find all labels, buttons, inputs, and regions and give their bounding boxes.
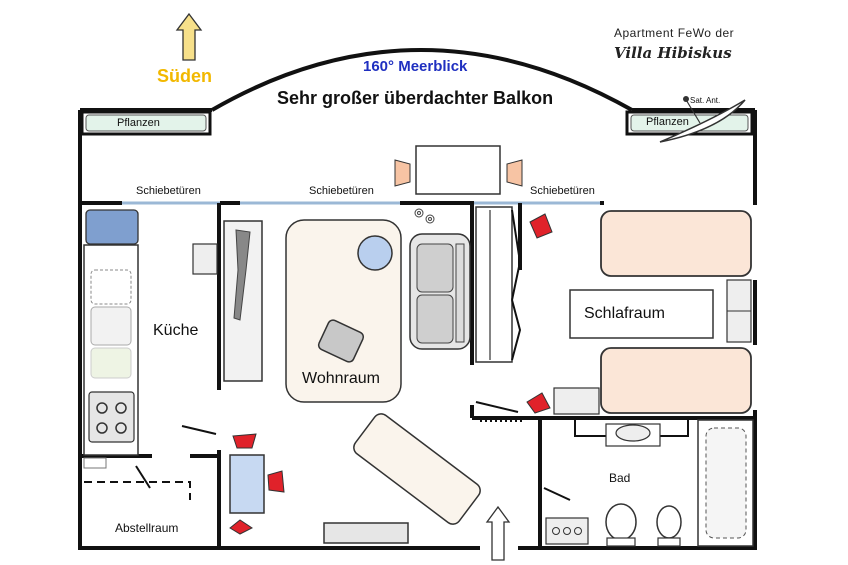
toilet-icon: [605, 503, 637, 547]
wardrobe: [475, 206, 513, 363]
room-label-bath: Bad: [609, 471, 631, 485]
branding-line1: Apartment FeWo der: [614, 26, 735, 40]
dining-chair-right: [267, 470, 285, 493]
outer-walls: [78, 108, 757, 550]
storage-dashed: [84, 481, 191, 500]
sliding-door-label-2: Schiebetüren: [309, 185, 374, 197]
sink-icon: [615, 424, 651, 442]
balcony-title: Sehr großer überdachter Balkon: [277, 88, 554, 108]
bidet-icon: [656, 505, 682, 547]
kitchen-door: [181, 425, 217, 435]
dining-chair-top: [232, 433, 257, 449]
balcony-table: [415, 145, 501, 195]
planter-label-right: Pflanzen: [646, 116, 689, 128]
satellite-dish-icon: [659, 96, 746, 143]
south-arrow-icon: [175, 12, 203, 61]
room-label-kitchen: Küche: [153, 322, 199, 339]
kitchen-sink: [85, 209, 139, 245]
bedroom-bench: [569, 289, 714, 339]
bed-bottom: [600, 347, 752, 414]
compass-label: Süden: [157, 66, 213, 86]
bed-top: [600, 210, 752, 277]
bedroom-chair-top: [529, 213, 553, 239]
tv-icon: [233, 229, 251, 321]
planter-label-left: Pflanzen: [117, 117, 160, 129]
entrance-arrow-icon: [485, 505, 511, 561]
satellite-label: Sat. Ant.: [690, 96, 721, 105]
balcony-chair-right: [506, 159, 523, 187]
room-label-living: Wohnraum: [302, 370, 380, 387]
kitchen-unit: [90, 347, 132, 379]
sliding-door-label-1: Schiebetüren: [136, 185, 201, 197]
balcony-arch: [211, 48, 633, 112]
washing-machine-icon: [545, 517, 589, 545]
sea-view-label: 160° Meerblick: [363, 58, 468, 75]
bathtub-inner: [705, 427, 747, 539]
round-table: [357, 235, 393, 271]
coffee-stool: [317, 319, 365, 363]
planter-left: [80, 110, 212, 136]
stove: [88, 391, 135, 443]
sofa: [409, 233, 471, 350]
dining-chair-bottom: [229, 519, 253, 535]
bedroom-chair-bottom: [526, 392, 551, 414]
room-label-bedroom: Schlafraum: [584, 305, 665, 322]
bedroom-door: [475, 401, 519, 413]
bedroom-shelf: [553, 387, 600, 415]
sliding-door-label-3: Schiebetüren: [530, 185, 595, 197]
dining-table: [229, 454, 265, 514]
bath-door: [543, 487, 571, 501]
kitchen-small-cabinet: [192, 243, 218, 275]
daybed: [353, 413, 481, 525]
balcony-chair-left: [394, 159, 411, 187]
lamp-icon: [414, 208, 435, 224]
branding-line2: Villa Hibiskus: [614, 44, 732, 62]
kitchen-unit: [90, 306, 132, 346]
room-label-storage: Abstellraum: [115, 521, 179, 535]
planter-left-inner: [85, 114, 207, 132]
kitchen-unit: [90, 269, 132, 305]
storage-shelf: [83, 457, 107, 469]
sideboard: [323, 522, 409, 544]
interior-walls: [80, 203, 755, 548]
wardrobe-doors: [511, 209, 522, 361]
storage-door: [135, 465, 151, 489]
stove-burners-icon: [96, 402, 127, 434]
